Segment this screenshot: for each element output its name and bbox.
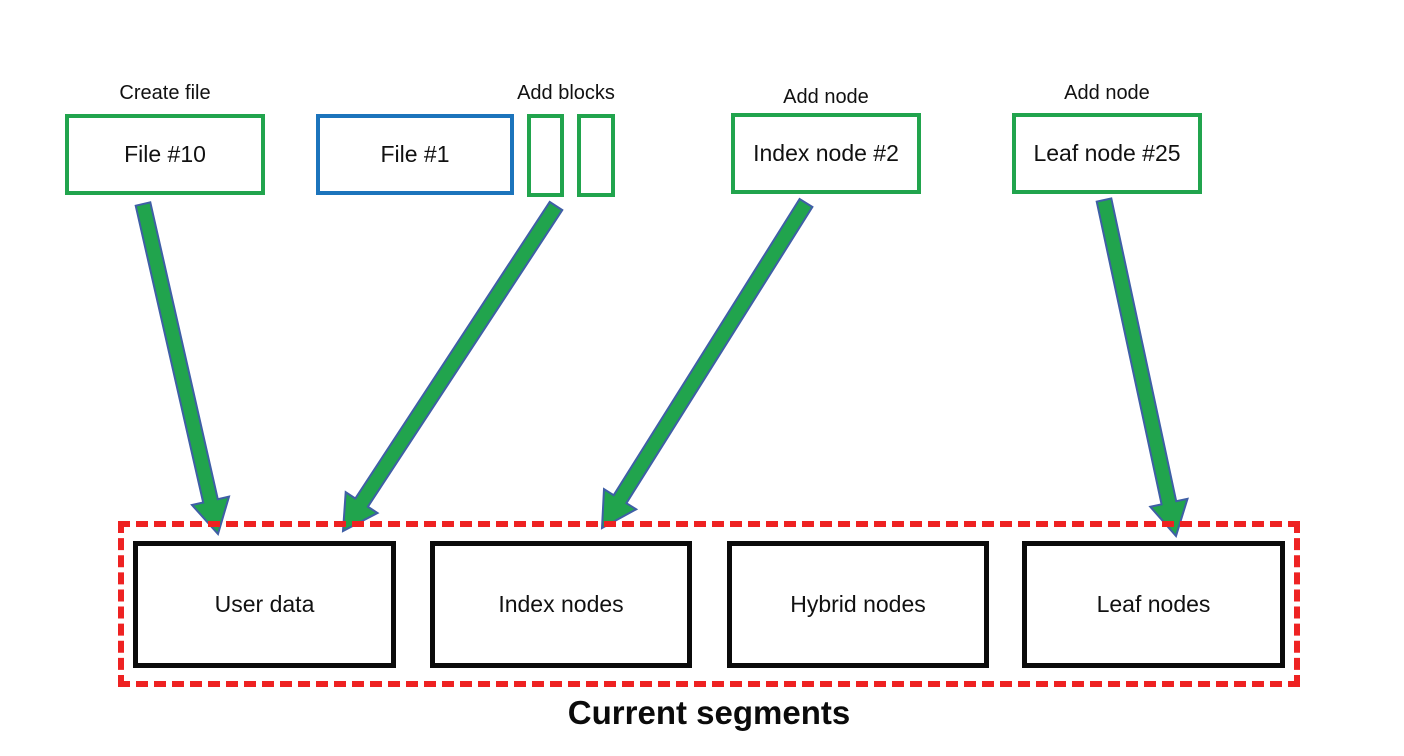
- label-add-node-leaf: Add node: [1064, 82, 1150, 104]
- box-file-10-label: File #10: [124, 141, 206, 167]
- segment-user-data: User data: [133, 541, 396, 668]
- new-block-1: [527, 114, 564, 197]
- current-segments-container: [118, 521, 1300, 687]
- segment-hybrid-nodes: Hybrid nodes: [727, 541, 989, 668]
- new-block-2: [577, 114, 615, 197]
- box-leaf-node-25: Leaf node #25: [1012, 113, 1202, 194]
- box-file-1: File #1: [316, 114, 514, 195]
- segment-index-nodes: Index nodes: [430, 541, 692, 668]
- segment-index-nodes-label: Index nodes: [498, 591, 624, 617]
- arrow-create-file-to-user-data: [134, 201, 231, 537]
- label-add-node-index: Add node: [783, 86, 869, 108]
- segment-leaf-nodes-label: Leaf nodes: [1096, 591, 1211, 617]
- label-add-blocks: Add blocks: [517, 82, 615, 104]
- arrow-add-blocks-to-user-data: [341, 200, 564, 533]
- box-file-10: File #10: [65, 114, 265, 195]
- arrow-add-node-to-index-nodes: [600, 197, 814, 530]
- box-file-1-label: File #1: [380, 141, 450, 167]
- diagram-caption: Current segments: [567, 694, 851, 731]
- segment-leaf-nodes: Leaf nodes: [1022, 541, 1285, 668]
- box-index-node-2: Index node #2: [731, 113, 921, 194]
- segment-user-data-label: User data: [214, 591, 315, 617]
- box-leaf-node-25-label: Leaf node #25: [1033, 140, 1181, 166]
- box-index-node-2-label: Index node #2: [753, 140, 899, 166]
- arrow-add-node-to-leaf-nodes: [1095, 197, 1189, 539]
- segment-hybrid-nodes-label: Hybrid nodes: [790, 591, 926, 617]
- label-create-file: Create file: [119, 82, 211, 104]
